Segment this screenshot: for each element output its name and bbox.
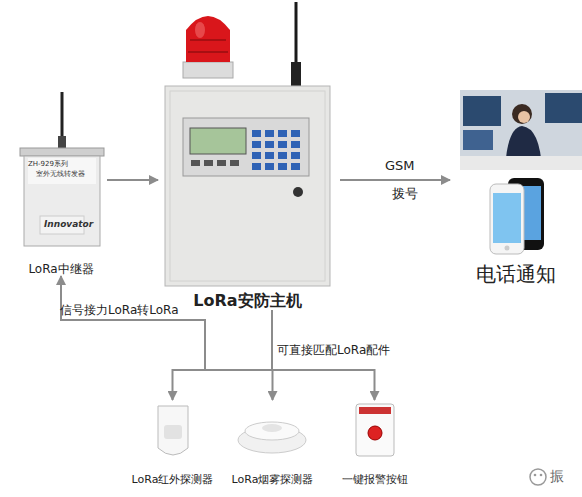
repeater-illustration: [20, 92, 104, 246]
connector-arrow: [173, 310, 273, 400]
antenna: [291, 2, 301, 86]
host-cabinet: [165, 86, 330, 286]
detector-node: LoRa红外探测器: [125, 400, 220, 486]
node-label: LoRa中继器: [0, 262, 137, 276]
edge-label: 信号接力LoRa转LoRa: [60, 303, 179, 317]
node-label: 一键报警按钮: [297, 473, 452, 486]
smoke-detector: [238, 422, 306, 453]
connector-arrow: [340, 179, 450, 181]
device-marking: Innovator: [44, 219, 93, 230]
connector-arrow: [61, 276, 272, 370]
watermark-icon: [530, 469, 546, 485]
node-label: LoRa烟雾探测器: [195, 473, 350, 486]
node-label: LoRa红外探测器: [95, 473, 250, 486]
operator-photo: [460, 90, 582, 170]
edge-note: 拨号: [392, 186, 418, 202]
host-node: LoRa安防主机: [155, 4, 340, 310]
siren: [183, 16, 233, 78]
edge-label: 可直接匹配LoRa配件: [277, 343, 390, 357]
button-node: 一键报警按钮: [327, 400, 422, 486]
repeater-node: LoRa中继器: [15, 88, 107, 276]
edge-label: GSM: [385, 158, 415, 174]
node-label: 电话通知: [420, 262, 582, 286]
device-marking: 室外无线转发器: [36, 170, 85, 178]
alarm-button: [356, 404, 394, 456]
device-marking: ZH-929系列: [28, 160, 68, 168]
watermark: 振: [550, 468, 564, 485]
detector-node: LoRa烟雾探测器: [225, 400, 320, 486]
phone-node: 电话通知: [450, 86, 582, 286]
mobile-phones: [490, 178, 544, 254]
connector-arrow: [107, 179, 158, 181]
infrared-detector: [158, 406, 188, 455]
